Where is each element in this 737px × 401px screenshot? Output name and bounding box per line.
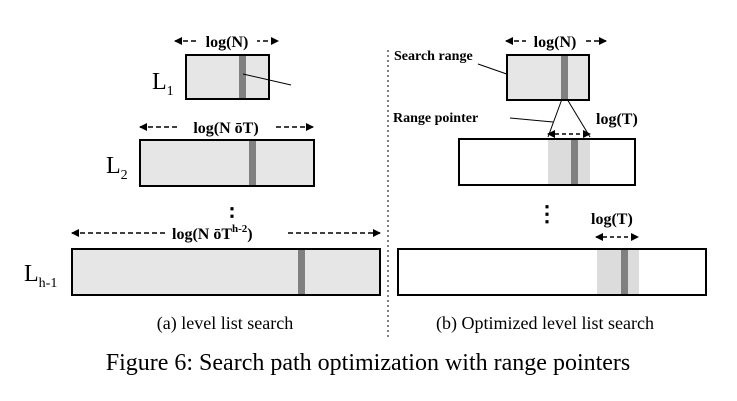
left-caption: (a) level list search (157, 313, 293, 334)
left-panel: log(N) L1 log(N ōT) L2 ⋮ log(N ōTh-2) Lh… (24, 30, 381, 334)
right-level-1-marker (561, 56, 568, 99)
level-2-box (139, 139, 315, 187)
right-top-width-label: log(N) (534, 34, 577, 51)
right-caption: (b) Optimized level list search (436, 313, 654, 334)
range-pointer-label: Range pointer (393, 111, 478, 126)
right-level-2-marker (571, 140, 578, 184)
level-1-label: L1 (152, 69, 174, 99)
right-level-h-marker (621, 250, 628, 294)
left-top-width-label: log(N) (206, 34, 249, 51)
level-2-label: L2 (106, 153, 128, 183)
right-level-h-range (597, 250, 639, 294)
figure-caption: Figure 6: Search path optimization with … (106, 350, 631, 376)
left-mid-width-label: log(N ōT) (193, 120, 258, 137)
right-panel: log(N) Search range Range pointer log(T)… (393, 30, 707, 334)
level-1-pointer-line (242, 73, 292, 86)
level-h-marker (298, 250, 305, 294)
right-ellipsis: ⋮ (536, 201, 558, 226)
right-level-1-box (506, 54, 590, 101)
right-bottom-range-label: log(T) (591, 211, 633, 228)
range-pointer-line-left (547, 98, 563, 138)
level-h-box (71, 248, 381, 296)
level-1-marker (239, 56, 246, 98)
level-h-label: Lh-1 (24, 261, 57, 291)
left-bottom-width-label: log(N ōTh-2) (172, 223, 253, 243)
level-2-marker (249, 141, 256, 185)
right-level-2-box (458, 138, 636, 186)
search-range-label: Search range (394, 49, 473, 64)
right-mid-range-label: log(T) (596, 111, 638, 128)
right-level-h-box (397, 248, 707, 296)
right-level-2-range (548, 140, 590, 184)
range-pointer-leader (509, 117, 554, 123)
range-pointer-line-right (566, 98, 591, 138)
